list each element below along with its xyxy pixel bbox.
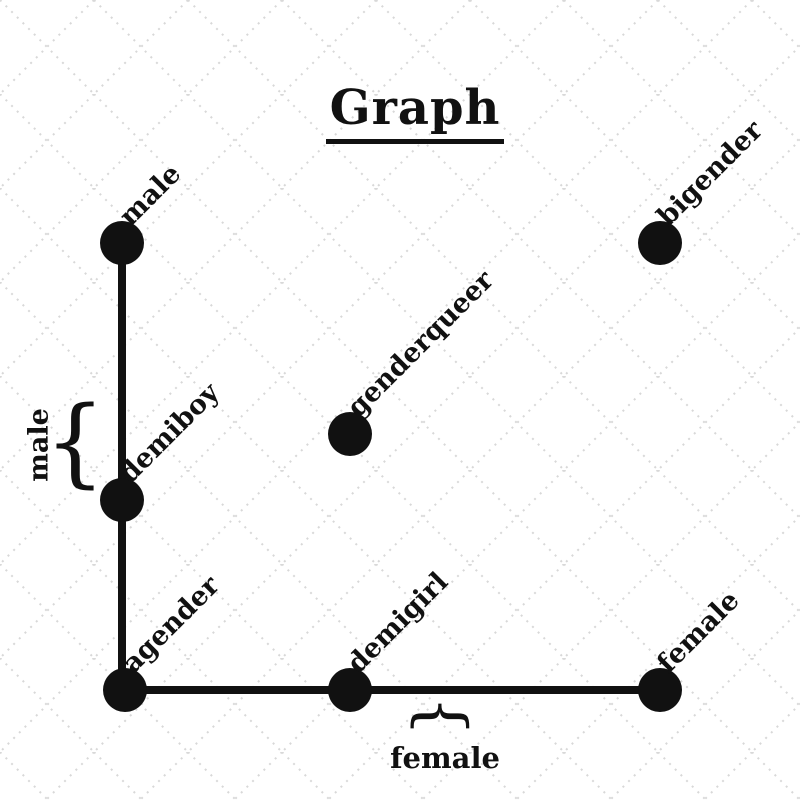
- left-brace-icon: {: [44, 386, 106, 498]
- bottom-brace-icon: {: [405, 695, 479, 737]
- node-male: [100, 221, 144, 265]
- node-agender: [103, 668, 147, 712]
- node-bigender: [638, 221, 682, 265]
- female-group-label: female: [390, 741, 500, 775]
- node-demigirl: [328, 668, 372, 712]
- node-genderqueer: [328, 412, 372, 456]
- title-area: Graph: [0, 80, 800, 144]
- male-group-label: male: [23, 408, 55, 482]
- node-demiboy: [100, 478, 144, 522]
- graph-title: Graph: [325, 80, 505, 144]
- edge-agender-demigirl-female: [125, 686, 660, 694]
- node-female: [638, 668, 682, 712]
- edge-male-demiboy-agender: [118, 243, 126, 690]
